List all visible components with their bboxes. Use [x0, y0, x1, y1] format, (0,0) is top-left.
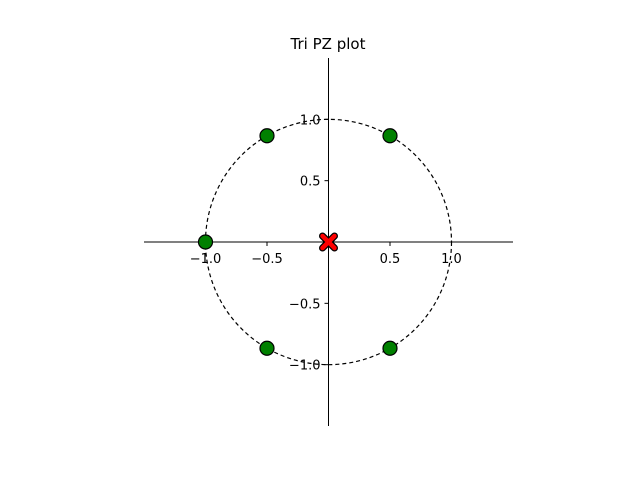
x-tick-label: −0.5 — [251, 252, 283, 267]
x-tick-label: −1.0 — [190, 252, 222, 267]
zero-marker — [259, 128, 275, 144]
chart-title: Tri PZ plot — [290, 35, 366, 53]
zero-marker — [382, 340, 398, 356]
pole-marker-stroke — [320, 233, 337, 251]
zeros-series — [197, 128, 398, 356]
y-tick-label: −0.5 — [289, 297, 321, 312]
y-tick-label: 0.5 — [300, 175, 321, 190]
poles-series — [319, 232, 338, 252]
zero-marker — [197, 234, 214, 250]
y-tick-label: −1.0 — [289, 359, 321, 374]
y-tick-label: 1.0 — [300, 113, 321, 128]
zero-marker — [259, 340, 275, 356]
x-tick-label: 0.5 — [380, 252, 401, 267]
zero-marker — [382, 128, 398, 144]
ticks: −1.0 −0.5 0.5 1.0 1.0 0.5 −0.5 −1.0 — [190, 113, 462, 373]
x-tick-label: 1.0 — [441, 252, 462, 267]
pole-marker — [319, 232, 338, 252]
